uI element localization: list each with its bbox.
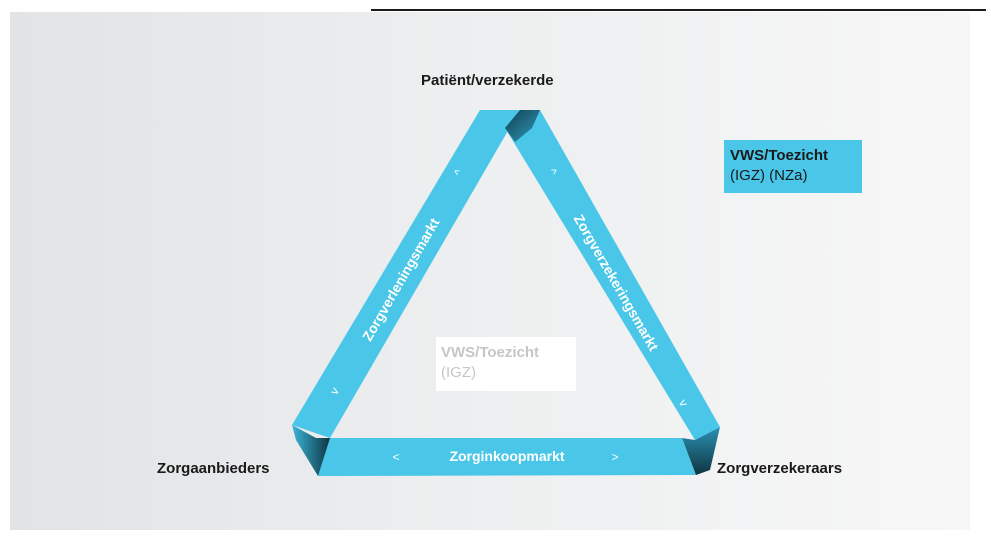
label-zorgverzekeringsmarkt: Zorgverzekeringsmarkt: [571, 211, 662, 353]
node-zorgverzekeraars: Zorgverzekeraars: [717, 460, 843, 477]
band-zorgverleningsmarkt: [292, 110, 520, 438]
fold-right: [682, 427, 720, 475]
regulator-box: VWS/Toezicht (IGZ) (NZa): [724, 140, 862, 193]
arrow-bottom-left: <: [392, 450, 399, 464]
inner-regulator-subtitle: (IGZ): [441, 364, 476, 381]
band-zorgverzekeringsmarkt: [505, 110, 720, 440]
fold-top: [505, 110, 540, 142]
top-rule: [371, 9, 986, 11]
fold-left: [292, 425, 330, 476]
node-zorgaanbieders: Zorgaanbieders: [157, 460, 270, 477]
label-zorgverleningsmarkt: Zorgverleningsmarkt: [359, 215, 443, 344]
regulator-subtitle: (IGZ) (NZa): [730, 167, 808, 184]
node-patient: Patiënt/verzekerde: [421, 72, 554, 89]
inner-regulator-title: VWS/Toezicht: [441, 344, 540, 361]
band-zorginkoopmarkt: [316, 438, 696, 476]
arrow-bottom-right: >: [611, 450, 618, 464]
label-zorginkoopmarkt: Zorginkoopmarkt: [449, 448, 564, 464]
inner-regulator-box: VWS/Toezicht (IGZ): [436, 337, 576, 391]
regulator-title: VWS/Toezicht: [730, 147, 829, 164]
